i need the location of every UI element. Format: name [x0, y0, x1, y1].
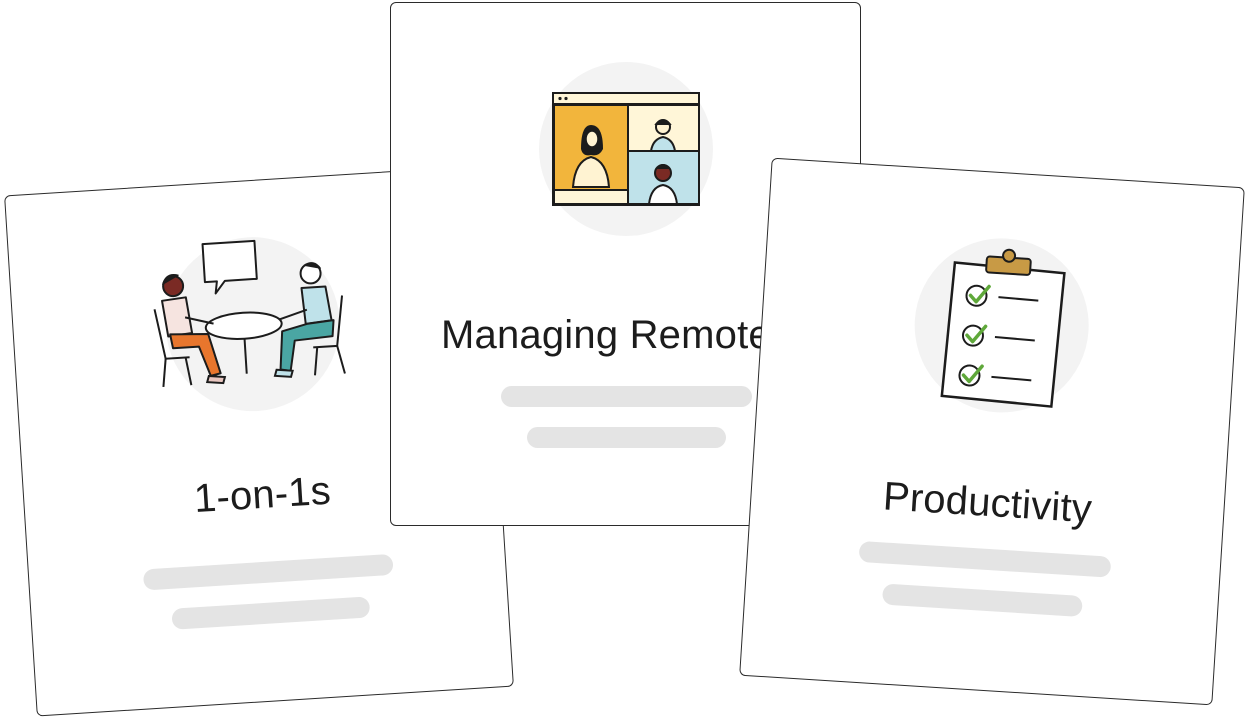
placeholder-line: [858, 540, 1112, 578]
placeholder-line: [527, 427, 726, 448]
two-people-meeting-icon: [153, 239, 346, 387]
video-call-window-icon: [552, 92, 700, 206]
placeholder-line: [881, 583, 1083, 617]
placeholder-line: [501, 386, 752, 407]
checklist-clipboard-icon: [940, 248, 1066, 408]
card-title: Managing Remote: [441, 313, 771, 357]
card-productivity[interactable]: Productivity: [739, 157, 1245, 706]
card-one-on-ones[interactable]: 1-on-1s: [4, 165, 514, 717]
placeholder-line: [142, 553, 394, 591]
placeholder-line: [171, 596, 371, 630]
card-title: Productivity: [881, 474, 1094, 532]
